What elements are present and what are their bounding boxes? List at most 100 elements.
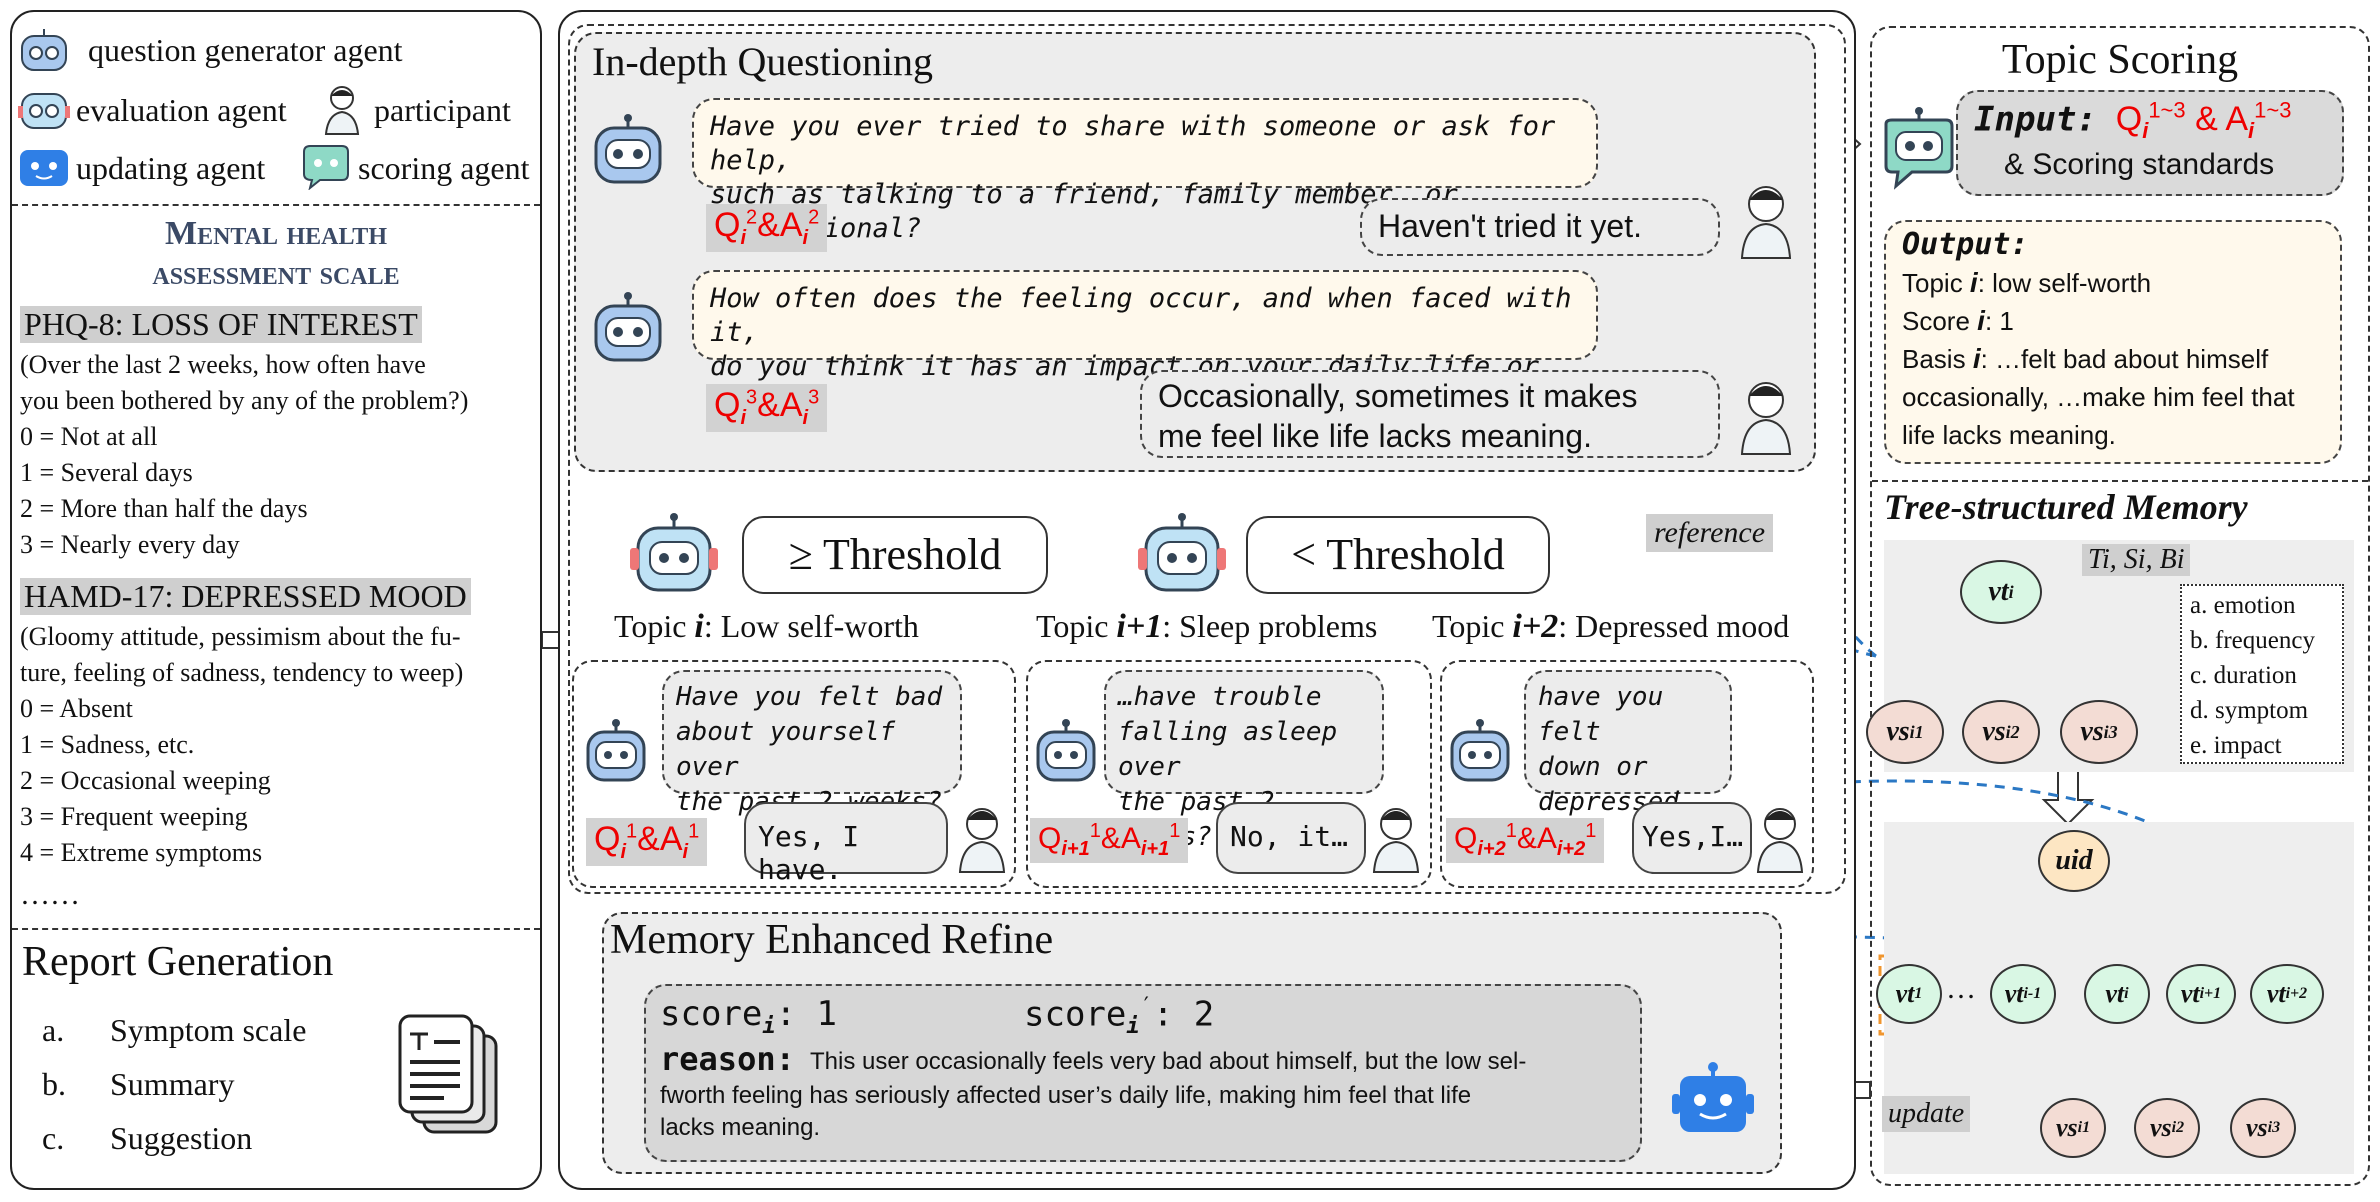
topic-answer-bubble: No, it… — [1216, 802, 1366, 874]
hamd-item: 4 = Extreme symptoms — [20, 838, 263, 867]
memory-attributes: a. emotion b. frequency c. duration d. s… — [2180, 584, 2344, 764]
report-item-letter: c. — [42, 1120, 65, 1156]
topic-question-line: about yourself over — [676, 717, 896, 782]
qa-label-2: Qi2&Ai2 — [706, 204, 828, 252]
scoring-agent-icon — [300, 144, 352, 190]
topic-answer-bubble: Yes,I… — [1632, 802, 1752, 874]
memory-node-ellipsis: … — [1946, 972, 1976, 1005]
questioning-title: In-depth Questioning — [592, 39, 934, 84]
hamd-title: HAMD-17: DEPRESSED MOOD — [20, 578, 471, 615]
memory-attribute: e. impact — [2190, 732, 2282, 759]
topic-label-i-plus-1: Topic i+1: Sleep problems — [1036, 608, 1378, 645]
scoring-topic: Topic i: low self-worth — [1902, 267, 2152, 298]
legend-updating-agent: updating agent — [76, 150, 266, 186]
phq-item: 1 = Several days — [20, 458, 193, 487]
memory-attribute: d. symptom — [2190, 697, 2309, 724]
question-agent-robot-icon — [1034, 718, 1098, 786]
phq-item: 0 = Not at all — [20, 422, 158, 451]
memory-attribute: b. frequency — [2190, 627, 2315, 654]
topic-label-i-plus-2: Topic i+2: Depressed mood — [1432, 608, 1790, 645]
question-agent-robot-icon — [1448, 718, 1512, 786]
scoring-basis-line: life lacks meaning. — [1902, 420, 2116, 450]
topic-box-i-plus-1 — [1026, 660, 1432, 888]
topic-question-bubble: Have you felt bad about yourself over th… — [662, 670, 962, 817]
hamd-desc-1: (Gloomy attitude, pessimism about the fu… — [20, 622, 461, 651]
participant-icon — [1370, 802, 1422, 874]
legend-question-agent: question generator agent — [88, 32, 403, 68]
answer-bubble-2: Haven't tried it yet. — [1360, 198, 1720, 256]
participant-icon — [1736, 180, 1796, 260]
hamd-item: 3 = Frequent weeping — [20, 802, 248, 831]
memory-tsb-label: Ti, Si, Bi — [2082, 544, 2191, 576]
answer-bubble-3: Occasionally, sometimes it makes me feel… — [1140, 370, 1720, 458]
scale-title-line2: assessment scale — [152, 255, 400, 292]
question-2-line1: Have you ever tried to share with someon… — [710, 111, 1556, 176]
scoring-input: Input: Qi1~3 & Ai1~3 — [1974, 98, 2292, 144]
report-item-label: Symptom scale — [110, 1012, 307, 1048]
right-divider — [1872, 480, 2368, 482]
topic-box-i-plus-2 — [1440, 660, 1814, 888]
topic-question-line: Have you felt bad — [676, 682, 943, 712]
refine-reason-label: reason: — [660, 1040, 795, 1078]
memory-attribute: c. duration — [2190, 662, 2297, 689]
scoring-basis-line: occasionally, …make him feel that — [1902, 382, 2295, 412]
legend-divider — [12, 204, 540, 206]
refine-reason-line: lacks meaning. — [660, 1114, 821, 1141]
legend-evaluation-agent: evaluation agent — [76, 92, 287, 128]
refine-bubble: scorei: 1 scorei′: 2 reason: This user o… — [644, 984, 1642, 1162]
questioning-region — [568, 24, 1846, 894]
topic-answer-bubble: Yes, I have. — [744, 802, 948, 886]
participant-icon — [322, 84, 362, 136]
participant-icon — [1754, 802, 1806, 874]
phq-item: 3 = Nearly every day — [20, 530, 240, 559]
scale-title: Mental health assessment scale — [10, 214, 542, 294]
phq-item: 2 = More than half the days — [20, 494, 308, 523]
report-item-letter: b. — [42, 1066, 66, 1102]
updating-agent-icon — [1670, 1062, 1756, 1146]
threshold-ge: ≥ Threshold — [788, 530, 1002, 579]
topic-box-i — [572, 660, 1016, 888]
participant-icon — [956, 802, 1008, 874]
scale-divider — [12, 928, 540, 930]
hamd-desc-2: ture, feeling of sadness, tendency to we… — [20, 658, 464, 687]
legend-scoring-agent: scoring agent — [358, 150, 530, 186]
topic-answer: Yes, I have. — [758, 820, 860, 886]
memory-update-label: update — [1882, 1096, 1971, 1132]
legend-participant: participant — [374, 92, 511, 128]
question-agent-robot-icon — [584, 718, 648, 786]
report-title: Report Generation — [22, 939, 334, 985]
evaluation-agent-robot-icon — [628, 512, 720, 598]
report-item-letter: a. — [42, 1012, 65, 1048]
report-item-label: Suggestion — [110, 1120, 253, 1156]
reference-label: reference — [1646, 514, 1774, 552]
scale-title-line1: Mental health — [165, 215, 387, 252]
report-item-label: Summary — [110, 1066, 235, 1102]
question-agent-robot-icon — [590, 112, 666, 192]
topic-question-line: have you felt — [1538, 682, 1664, 747]
scale-ellipsis: …… — [20, 878, 80, 911]
hamd-item: 0 = Absent — [20, 694, 133, 723]
topic-question-bubble: have you felt down or depressed… — [1524, 670, 1732, 817]
topic-label-i: Topic i: Low self-worth — [614, 608, 919, 645]
answer-3-line2: me feel like life lacks meaning. — [1158, 418, 1592, 454]
refine-reason-line: This user occasionally feels very bad ab… — [810, 1048, 1527, 1075]
topic-question-bubble: …have trouble falling asleep over the pa… — [1104, 670, 1384, 852]
topic-question-line: down or — [1538, 752, 1648, 782]
scoring-agent-icon — [1878, 106, 1960, 192]
qa-label-1: Qi1&Ai1 — [586, 818, 708, 866]
scoring-output-label: Output: — [1902, 227, 2029, 262]
refine-score-updated: scorei′: 2 — [1024, 994, 1215, 1040]
question-agent-robot-icon — [18, 28, 70, 74]
phq-desc-1: (Over the last 2 weeks, how often have — [20, 350, 426, 379]
scoring-input-bubble: Input: Qi1~3 & Ai1~3 & Scoring standards — [1956, 90, 2344, 196]
answer-2: Haven't tried it yet. — [1378, 208, 1642, 244]
